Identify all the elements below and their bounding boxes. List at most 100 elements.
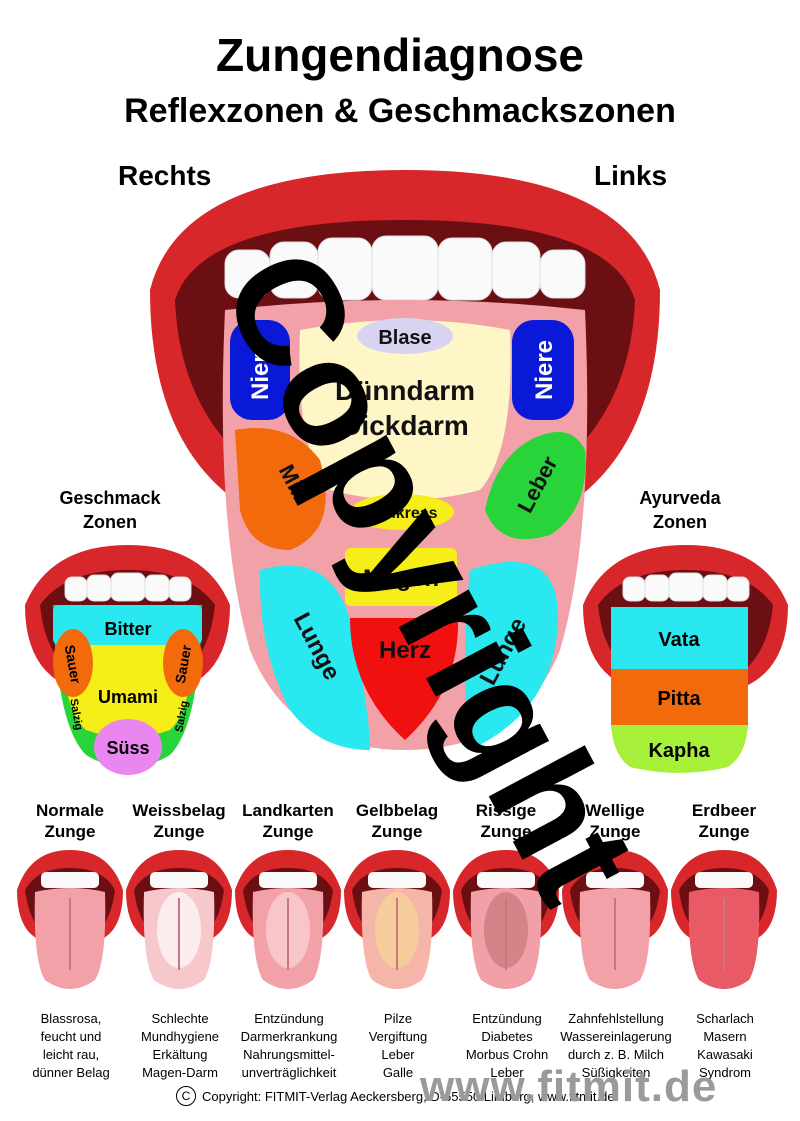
- tongue-type-title-line2: Zunge: [153, 822, 205, 841]
- page-title: Zungendiagnose: [216, 29, 584, 81]
- description-line: Galle: [382, 1065, 414, 1080]
- label-sauer-right: Sauer: [172, 643, 195, 685]
- tongue-type-title-line2: Zunge: [698, 822, 750, 841]
- ayurveda-title-line2: Zonen: [653, 512, 707, 532]
- description-line: Leber: [381, 1047, 415, 1062]
- description-line: Entzündung: [254, 1011, 324, 1026]
- tongue-type-title-line2: Zunge: [262, 822, 314, 841]
- label-salzig-right: Salzig: [173, 700, 190, 733]
- tongue-type-description: Blassrosa, feucht und leicht rau, dünner Be…: [15, 1010, 127, 1082]
- zone-milz: [235, 428, 326, 550]
- description-line: Kawasaki: [697, 1047, 753, 1062]
- description-line: Schlechte: [151, 1011, 209, 1026]
- tongue-type-title-line1: Rissige: [475, 801, 537, 820]
- description-line: Masern: [703, 1029, 747, 1044]
- taste-zone-diagram: Bitter Sauer Sauer Umami Salzig Salzig S…: [25, 545, 230, 775]
- description-line: Vergiftung: [368, 1029, 428, 1044]
- tongue-type-title-line2: Zunge: [589, 822, 641, 841]
- footer-text: Copyright: FITMIT-Verlag Aeckersberg, D-…: [202, 1088, 615, 1104]
- ayurveda-title: Ayurveda Zonen: [610, 486, 750, 534]
- description-line: Darmerkrankung: [240, 1029, 338, 1044]
- description-line: leicht rau,: [42, 1047, 100, 1062]
- tongue-illustration: [671, 850, 777, 989]
- description-line: Diabetes: [481, 1029, 533, 1044]
- description-line: durch z. B. Milch: [567, 1047, 665, 1062]
- label-duenndarm: Dünndarm: [335, 375, 475, 406]
- reflex-zone-diagram: Blase Dünndarm Dickdarm Niere Niere Milz…: [150, 170, 660, 750]
- label-niere-right: Niere: [531, 340, 558, 400]
- taste-title-line1: Geschmack: [59, 488, 161, 508]
- zone-lunge-right: [465, 561, 559, 750]
- ayurveda-title-line1: Ayurveda: [639, 488, 721, 508]
- zone-herz: [350, 618, 459, 740]
- zone-pankreas: [350, 494, 454, 530]
- label-pitta: Pitta: [657, 688, 701, 710]
- tongue-type-title-line1: Wellige: [585, 801, 645, 820]
- zone-lunge-left: [259, 565, 370, 750]
- tongue-type-title-line1: Landkarten: [242, 801, 334, 820]
- description-line: Syndrom: [698, 1065, 752, 1080]
- label-dickdarm: Dickdarm: [341, 410, 469, 441]
- ayurveda-zone-kapha: [611, 725, 748, 773]
- tongue-illustration: [344, 850, 450, 989]
- label-kapha: Kapha: [648, 740, 710, 762]
- description-line: Magen-Darm: [142, 1065, 218, 1080]
- description-line: Zahnfehlstellung: [568, 1011, 664, 1026]
- label-umami: Umami: [98, 687, 158, 707]
- taste-title: Geschmack Zonen: [40, 486, 180, 534]
- label-herz: Herz: [379, 637, 431, 664]
- tongue-type-title-line1: Normale: [35, 801, 105, 820]
- tongue-type-title-line1: Weissbelag: [132, 801, 226, 820]
- zone-magen: [345, 548, 457, 606]
- description-line: Süßigkeiten: [581, 1065, 651, 1080]
- label-bitter: Bitter: [104, 619, 151, 639]
- description-line: unverträglichkeit: [241, 1065, 337, 1080]
- description-line: Mundhygiene: [140, 1029, 220, 1044]
- taste-zone-umami: [60, 635, 195, 738]
- zone-blase: [357, 318, 453, 354]
- page-subtitle: Reflexzonen & Geschmackszonen: [124, 92, 676, 130]
- tongue-illustration: [453, 850, 559, 989]
- label-magen: Magen: [363, 565, 439, 592]
- ayurveda-zone-pitta: [611, 669, 748, 725]
- description-line: dünner Belag: [32, 1065, 110, 1080]
- label-vata: Vata: [658, 629, 700, 651]
- label-blase: Blase: [378, 327, 431, 349]
- label-niere-left: Niere: [247, 340, 274, 400]
- description-line: feucht und: [40, 1029, 102, 1044]
- footer: C Copyright: FITMIT-Verlag Aeckersberg, …: [176, 1086, 615, 1106]
- tongue-illustration: [235, 850, 341, 989]
- zone-niere-left: [230, 320, 290, 420]
- description-line: Wassereinlagerung: [560, 1029, 672, 1044]
- tongue-type-title-line1: Erdbeer: [691, 801, 757, 820]
- ayurveda-zone-vata: [611, 607, 748, 669]
- label-rechts: Rechts: [118, 160, 212, 191]
- copyright-symbol-icon: C: [176, 1086, 196, 1106]
- description-line: Blassrosa,: [40, 1011, 102, 1026]
- label-links: Links: [594, 160, 668, 191]
- description-line: Pilze: [383, 1011, 413, 1026]
- tongue-illustration: [17, 850, 123, 989]
- tongue-type-title-line1: Gelbbelag: [355, 801, 439, 820]
- site-watermark: www.fitmit.de: [420, 1062, 718, 1111]
- description-line: Scharlach: [696, 1011, 754, 1026]
- label-salzig-left: Salzig: [67, 698, 84, 731]
